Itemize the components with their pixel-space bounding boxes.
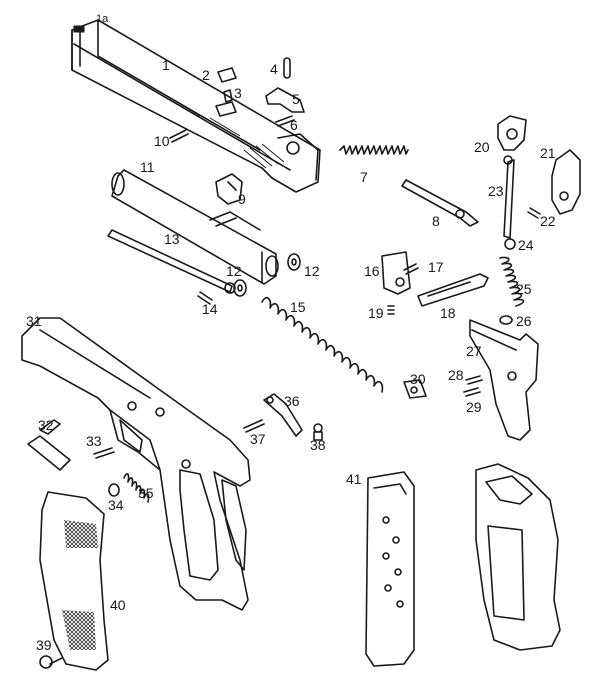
part-6 [275, 115, 295, 127]
label-18: 18 [440, 305, 456, 321]
label-20: 20 [474, 139, 490, 155]
part-24 [504, 238, 516, 250]
label-21: 21 [540, 145, 556, 161]
label-14: 14 [202, 301, 218, 317]
grip-right [475, 463, 561, 651]
recoil-spring-7 [339, 145, 409, 155]
part-4 [283, 57, 291, 79]
part-10 [169, 129, 189, 143]
part-22 [527, 207, 541, 219]
hammer-20 [497, 115, 527, 151]
label-4: 4 [270, 61, 278, 77]
label-12-left: 12 [226, 263, 242, 279]
label-9: 9 [238, 191, 246, 207]
label-40: 40 [110, 597, 126, 613]
part-12-right [287, 253, 301, 271]
label-7: 7 [360, 169, 368, 185]
spring-35 [123, 473, 150, 503]
strut-23 [503, 155, 515, 239]
part-9 [215, 173, 243, 205]
label-41: 41 [346, 471, 362, 487]
part-36 [263, 393, 303, 437]
screw-39 [39, 655, 63, 669]
label-16: 16 [364, 263, 380, 279]
part-14 [197, 291, 213, 305]
magazine-41 [365, 471, 415, 667]
frame-31 [21, 317, 251, 611]
label-35: 35 [138, 485, 154, 501]
part-34 [108, 483, 120, 497]
grip-40 [39, 491, 109, 671]
part-3 [215, 89, 237, 117]
label-1: 1 [162, 57, 170, 73]
part-26 [499, 315, 513, 325]
label-28: 28 [448, 367, 464, 383]
part-2 [217, 67, 237, 83]
label-33: 33 [86, 433, 102, 449]
label-12-right: 12 [304, 263, 320, 279]
label-34: 34 [108, 497, 124, 513]
part-12-left [233, 279, 247, 297]
label-19: 19 [368, 305, 384, 321]
label-6: 6 [290, 117, 298, 133]
label-39: 39 [36, 637, 52, 653]
label-36: 36 [284, 393, 300, 409]
part-30 [403, 379, 427, 399]
part-5 [265, 87, 305, 113]
part-32 [27, 419, 71, 471]
label-22: 22 [540, 213, 556, 229]
slide-part [71, 19, 321, 193]
label-30: 30 [410, 371, 426, 387]
label-26: 26 [516, 313, 532, 329]
guide-rod-8 [401, 179, 479, 227]
barrel-rod-13 [107, 229, 236, 294]
label-1a: 1a [96, 13, 109, 25]
label-11: 11 [140, 159, 155, 175]
label-31: 31 [26, 313, 42, 329]
label-3: 3 [234, 85, 242, 101]
part-29 [463, 387, 481, 397]
label-15: 15 [290, 299, 306, 315]
label-8: 8 [432, 213, 440, 229]
label-2: 2 [202, 67, 210, 83]
spring-25 [499, 256, 525, 307]
part-28 [465, 375, 483, 385]
part-16 [381, 251, 411, 295]
housing-27 [469, 319, 539, 441]
label-38: 38 [310, 437, 326, 453]
part-37 [243, 419, 265, 433]
part-19 [387, 305, 395, 315]
label-10: 10 [154, 133, 170, 149]
label-27: 27 [466, 343, 482, 359]
part-38 [313, 423, 323, 441]
label-24: 24 [518, 237, 534, 253]
label-29: 29 [466, 399, 482, 415]
label-5: 5 [292, 91, 300, 107]
part-21 [551, 149, 581, 215]
part-17 [403, 263, 419, 275]
label-37: 37 [250, 431, 266, 447]
label-32: 32 [38, 417, 54, 433]
part-33 [93, 447, 115, 459]
label-17: 17 [428, 259, 444, 275]
part-18 [417, 273, 489, 307]
label-23: 23 [488, 183, 504, 199]
barrel-part-11 [111, 169, 279, 285]
label-13: 13 [164, 231, 180, 247]
label-25: 25 [516, 281, 532, 297]
main-spring-15 [261, 296, 384, 393]
